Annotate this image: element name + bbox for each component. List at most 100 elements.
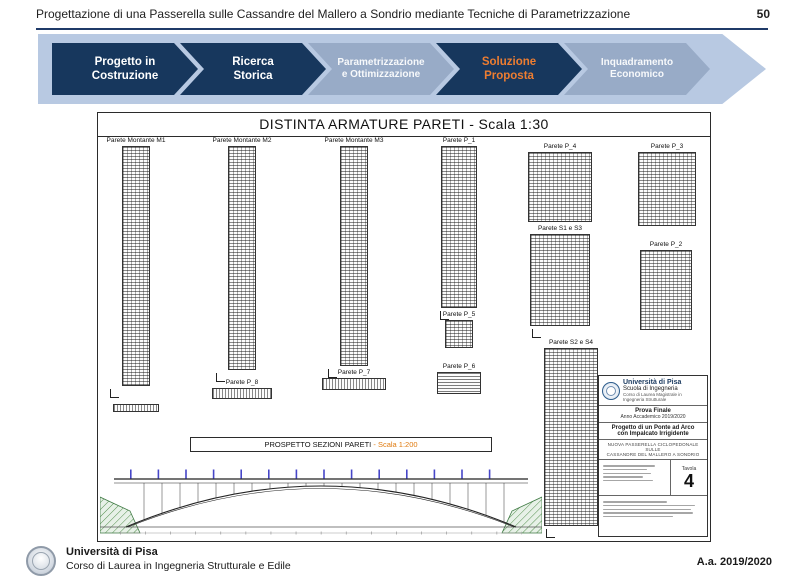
rebar-bar-drawing xyxy=(437,372,481,394)
rebar-bar-drawing xyxy=(212,388,272,399)
tavola-cell: Tavola 4 xyxy=(670,460,707,495)
process-steps: Progetto in Costruzione Ricerca Storica … xyxy=(52,43,710,95)
step-label-line: Soluzione xyxy=(481,55,537,68)
step-label-line: Inquadramento xyxy=(600,56,674,68)
prospetto-title-text: PROSPETTO SEZIONI PARETI xyxy=(264,440,374,449)
panel-label: Parete P_6 xyxy=(442,363,476,370)
footer-course: Corso di Laurea in Ingegneria Struttural… xyxy=(66,560,291,572)
rebar-grid-drawing xyxy=(340,146,368,366)
rebar-grid-drawing xyxy=(228,146,256,370)
axis-icon xyxy=(328,369,337,378)
step-soluzione-proposta[interactable]: Soluzione Proposta xyxy=(436,43,582,95)
title-block-degree-line: Corso di Laurea Magistrale in xyxy=(623,392,682,397)
step-progetto-in-costruzione[interactable]: Progetto in Costruzione xyxy=(52,43,198,95)
panel-parete-p3: Parete P_3 xyxy=(636,143,698,226)
step-parametrizzazione-e-ottimizzazione[interactable]: Parametrizzazione e Ottimizzazione xyxy=(308,43,454,95)
footer-university: Università di Pisa xyxy=(66,546,158,558)
step-label-line: Proposta xyxy=(484,70,534,82)
rebar-grid-drawing xyxy=(638,152,696,226)
fine-print-lines xyxy=(599,496,707,536)
academic-year-label: Anno Accademico 2019/2020 xyxy=(620,414,686,420)
panel-label: Parete P_8 xyxy=(225,379,259,386)
title-block-university: Università di Pisa xyxy=(623,379,682,386)
axis-icon xyxy=(216,373,225,382)
exam-label: Prova Finale xyxy=(635,408,671,414)
rebar-bar-drawing xyxy=(322,378,386,390)
panel-parete-s2-s4: Parete S2 e S4 xyxy=(542,339,600,538)
panel-parete-montante-m3: Parete Montante M3 xyxy=(324,137,384,378)
panel-label: Parete Montante M2 xyxy=(212,137,272,144)
axis-icon xyxy=(546,529,555,538)
slide-title: Progettazione di una Passerella sulle Ca… xyxy=(36,7,631,21)
title-block: Università di Pisa Scuola di Ingegneria … xyxy=(598,375,708,537)
panel-parete-p4: Parete P_4 xyxy=(526,143,594,222)
slide-footer: Università di Pisa Corso di Laurea in In… xyxy=(26,546,772,576)
title-block-project: Progetto di un Ponte ad Arco con Impalca… xyxy=(599,423,707,440)
title-block-exam: Prova Finale Anno Accademico 2019/2020 xyxy=(599,406,707,423)
axis-icon xyxy=(110,389,119,398)
title-block-subtitle: NUOVA PASSERELLA CICLOPEDONALE SULLE CAS… xyxy=(599,440,707,460)
page-number: 50 xyxy=(756,7,770,21)
axis-icon xyxy=(532,329,541,338)
step-label-line: Storica xyxy=(233,70,273,82)
process-band: Progetto in Costruzione Ricerca Storica … xyxy=(38,34,766,104)
panel-label: Parete P_5 xyxy=(442,311,476,318)
footer-text: Università di Pisa Corso di Laurea in In… xyxy=(66,546,291,572)
step-ricerca-storica[interactable]: Ricerca Storica xyxy=(180,43,326,95)
panel-label: Parete P_2 xyxy=(649,241,683,248)
sheet-title: DISTINTA ARMATURE PARETI - Scala 1:30 xyxy=(98,113,710,137)
step-label-line: Economico xyxy=(610,69,664,80)
panel-label: Parete S2 e S4 xyxy=(548,339,594,346)
rebar-grid-drawing xyxy=(640,250,692,330)
rebar-grid-drawing xyxy=(528,152,592,222)
project-title-line: con Impalcato Irrigidente xyxy=(617,431,689,437)
bridge-elevation-drawing xyxy=(100,469,542,535)
panel-label: Parete P_1 xyxy=(442,137,476,144)
tavola-number: 4 xyxy=(683,470,694,491)
tavola-label: Tavola xyxy=(681,465,697,472)
title-block-header-text: Università di Pisa Scuola di Ingegneria … xyxy=(623,379,682,402)
panel-parete-s1-s3: Parete S1 e S3 xyxy=(528,225,592,338)
step-label-line: Progetto in xyxy=(94,55,156,68)
panel-parete-p7: Parete P_7 xyxy=(320,369,388,390)
drawing-sheet: DISTINTA ARMATURE PARETI - Scala 1:30 Pa… xyxy=(97,112,711,542)
panel-label: Parete P_3 xyxy=(650,143,684,150)
panel-label: Parete S1 e S3 xyxy=(537,225,583,232)
title-block-school: Scuola di Ingegneria xyxy=(623,386,678,392)
step-inquadramento-economico[interactable]: Inquadramento Economico xyxy=(564,43,710,95)
project-subtitle-line: NUOVA PASSERELLA CICLOPEDONALE SULLE xyxy=(607,442,699,452)
header-divider xyxy=(36,28,768,30)
panel-label: Parete Montante M3 xyxy=(324,137,384,144)
rebar-grid-drawing xyxy=(122,146,150,386)
project-title-line: Progetto di un Ponte ad Arco xyxy=(611,425,695,431)
panel-parete-p6: Parete P_6 xyxy=(434,363,484,394)
unipi-logo xyxy=(26,546,56,576)
unipi-seal-icon xyxy=(602,381,620,400)
step-label-line: Ricerca xyxy=(232,55,274,68)
section-bar xyxy=(113,404,159,412)
project-subtitle-line: CASSANDRE DEL MALLERO A SONDRIO xyxy=(606,452,700,457)
panel-label: Parete P_7 xyxy=(337,369,371,376)
rebar-grid-drawing xyxy=(530,234,590,326)
slide-header: Progettazione di una Passerella sulle Ca… xyxy=(36,7,770,21)
panel-parete-p1: Parete P_1 xyxy=(436,137,482,320)
rebar-grid-drawing xyxy=(445,320,473,348)
axis-icon xyxy=(440,311,449,320)
step-label-line: e Ottimizzazione xyxy=(341,69,421,80)
panel-label: Parete Montante M1 xyxy=(106,137,166,144)
title-block-degree-line: Ingegneria Strutturale xyxy=(623,397,667,402)
fine-print-lines xyxy=(599,460,670,495)
panel-parete-p5: Parete P_5 xyxy=(440,311,478,348)
step-label-line: Parametrizzazione xyxy=(337,56,425,68)
panel-parete-p8: Parete P_8 xyxy=(208,379,276,399)
title-block-header: Università di Pisa Scuola di Ingegneria … xyxy=(599,376,707,406)
panel-parete-montante-m2: Parete Montante M2 xyxy=(212,137,272,382)
footer-academic-year: A.a. 2019/2020 xyxy=(696,556,772,568)
panel-label: Parete P_4 xyxy=(543,143,577,150)
rebar-grid-drawing xyxy=(544,348,598,526)
rebar-grid-drawing xyxy=(441,146,477,308)
prospetto-title: PROSPETTO SEZIONI PARETI - Scala 1:200 xyxy=(190,437,492,452)
panel-parete-p2: Parete P_2 xyxy=(638,241,694,330)
title-block-people-tavola: Tavola 4 xyxy=(599,460,707,496)
